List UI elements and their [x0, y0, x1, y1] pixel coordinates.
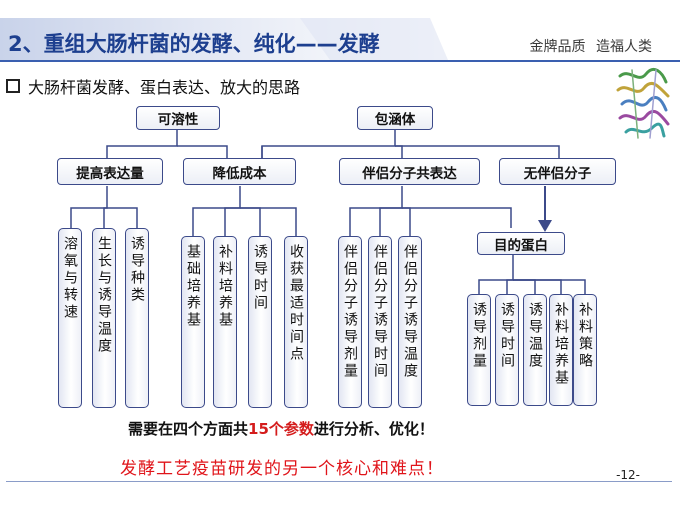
leaf-basal-medium: 基础培养基 [181, 236, 205, 408]
leaf-growth-induction-temp: 生长与诱导温度 [92, 228, 116, 408]
page-title: 2、重组大肠杆菌的发酵、纯化——发酵 [8, 32, 380, 56]
node-inclusion-body: 包涵体 [357, 106, 433, 130]
leaf-induction-temp: 诱导温度 [523, 294, 547, 406]
leaf-induction-type: 诱导种类 [125, 228, 149, 408]
leaf-optimal-harvest-time: 收获最适时间点 [284, 236, 308, 408]
title-band [0, 18, 448, 60]
footer-divider [6, 481, 672, 482]
node-target-protein: 目的蛋白 [477, 232, 565, 255]
key-difficulty-line: 发酵工艺疫苗研发的另一个核心和难点！ [120, 459, 444, 479]
leaf-feed-strategy: 补料策略 [573, 294, 597, 406]
leaf-induction-time: 诱导时间 [248, 236, 272, 408]
param-count-highlight: 15个参数 [248, 420, 314, 438]
checkbox-bullet-icon [6, 79, 20, 93]
tagline: 金牌品质 造福人类 [529, 39, 652, 55]
leaf-chaperone-induction-temp: 伴侣分子诱导温度 [398, 236, 422, 408]
leaf-chaperone-induction-dose: 伴侣分子诱导剂量 [338, 236, 362, 408]
leaf-feed-medium: 补料培养基 [213, 236, 237, 408]
header-divider [0, 60, 680, 62]
node-soluble: 可溶性 [136, 106, 220, 130]
leaf-feed-medium-2: 补料培养基 [549, 294, 573, 406]
node-reduce-cost: 降低成本 [183, 158, 296, 185]
leaf-dissolved-oxygen-speed: 溶氧与转速 [58, 228, 82, 408]
title-bar: 2、重组大肠杆菌的发酵、纯化——发酵 金牌品质 造福人类 [0, 0, 680, 62]
node-raise-expression: 提高表达量 [57, 158, 163, 185]
node-chaperone-coexpression: 伴侣分子共表达 [339, 158, 480, 185]
protein-structure-icon [616, 68, 670, 139]
leaf-induction-dose: 诱导剂量 [467, 294, 491, 406]
summary-note: 需要在四个方面共15个参数进行分析、优化！ [128, 420, 434, 438]
subtitle-text: 大肠杆菌发酵、蛋白表达、放大的思路 [28, 78, 301, 97]
page-number: -12- [616, 468, 640, 482]
leaf-induction-time-2: 诱导时间 [495, 294, 519, 406]
leaf-chaperone-induction-time: 伴侣分子诱导时间 [368, 236, 392, 408]
node-no-chaperone: 无伴侣分子 [499, 158, 616, 185]
section-subtitle: 大肠杆菌发酵、蛋白表达、放大的思路 [6, 74, 300, 98]
